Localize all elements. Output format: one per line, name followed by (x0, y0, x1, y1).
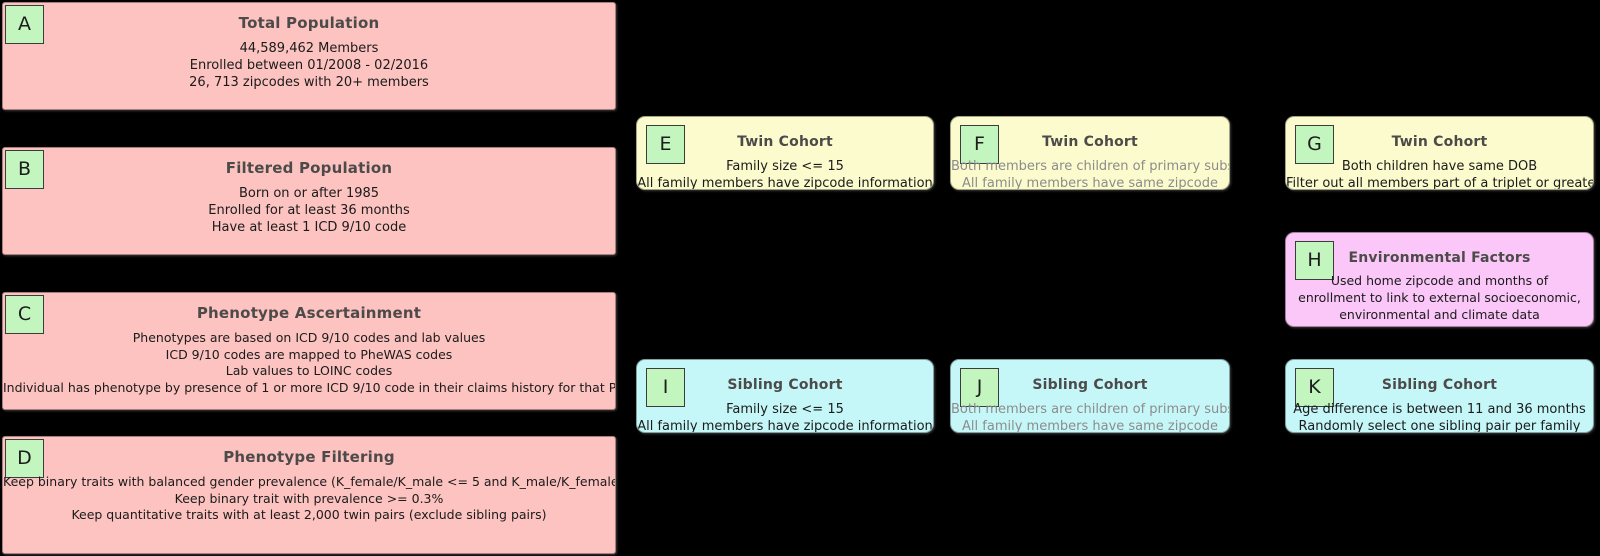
panel-tag-f: F (960, 125, 999, 164)
panel-f-body: Both members are children of primary sub… (951, 158, 1229, 190)
panel-g-line-2: Filter out all members part of a triplet… (1286, 176, 1594, 190)
panel-tag-g: G (1295, 125, 1334, 164)
panel-c-line-3: Lab values to LOINC codes (225, 363, 393, 378)
panel-k-sibling-cohort[interactable]: K Sibling Cohort Age difference is betwe… (1285, 359, 1594, 433)
panel-f-line-2: All family members have same zipcode (962, 176, 1218, 190)
panel-i-line-1: Family size <= 15 (726, 402, 844, 417)
panel-tag-k: K (1295, 368, 1334, 407)
panel-tag-i: I (646, 368, 685, 407)
panel-k-body: Age difference is between 11 and 36 mont… (1286, 401, 1593, 433)
panel-k-line-2: Randomly select one sibling pair per fam… (1298, 419, 1581, 433)
panel-b-line-2: Enrolled for at least 36 months (208, 203, 410, 219)
panel-d-line-2: Keep binary trait with prevalence >= 0.3… (174, 490, 444, 506)
panel-e-title: Twin Cohort (737, 134, 833, 150)
panel-g-title: Twin Cohort (1391, 134, 1488, 150)
panel-j-title: Sibling Cohort (1032, 377, 1148, 393)
panel-g-twin-cohort[interactable]: G Twin Cohort Both children have same DO… (1285, 116, 1594, 190)
panel-a-line-2: Enrolled between 01/2008 - 02/2016 (189, 58, 429, 74)
panel-h-body: Used home zipcode and months of enrollme… (1286, 273, 1593, 324)
panel-tag-c: C (5, 295, 44, 334)
panel-tag-b: B (5, 150, 44, 189)
panel-e-twin-cohort[interactable]: E Twin Cohort Family size <= 15 All fami… (636, 116, 934, 190)
panel-k-title: Sibling Cohort (1381, 377, 1498, 393)
panel-h-title: Environmental Factors (1348, 250, 1531, 266)
panel-d-phenotype-filtering[interactable]: D Phenotype Filtering Keep binary traits… (2, 436, 616, 554)
panel-a-line-3: 26, 713 zipcodes with 20+ members (189, 75, 429, 91)
panel-j-line-2: All family members have same zipcode (962, 419, 1218, 433)
panel-j-sibling-cohort[interactable]: J Sibling Cohort Both members are childr… (950, 359, 1230, 433)
panel-tag-a: A (5, 5, 44, 44)
panel-tag-h: H (1295, 241, 1334, 280)
panel-b-line-3: Have at least 1 ICD 9/10 code (211, 220, 407, 236)
panel-a-title: Total Population (238, 14, 380, 32)
panel-d-title: Phenotype Filtering (223, 448, 395, 466)
panel-f-title: Twin Cohort (1042, 134, 1138, 150)
panel-d-body: Keep binary traits with balanced gender … (3, 474, 615, 524)
panel-tag-d: D (5, 439, 44, 478)
panel-b-title: Filtered Population (225, 159, 393, 177)
panel-tag-e: E (646, 125, 685, 164)
panel-c-phenotype-ascertainment[interactable]: C Phenotype Ascertainment Phenotypes are… (2, 292, 616, 410)
panel-h-line-1: Used home zipcode and months of enrollme… (1298, 273, 1581, 322)
panel-g-line-1: Both children have same DOB (1341, 159, 1538, 174)
panel-j-body: Both members are children of primary sub… (951, 401, 1229, 433)
panel-f-twin-cohort[interactable]: F Twin Cohort Both members are children … (950, 116, 1230, 190)
panel-i-line-2: All family members have zipcode informat… (637, 419, 933, 433)
panel-h-environmental-factors[interactable]: H Environmental Factors Used home zipcod… (1285, 232, 1594, 327)
panel-d-line-1: Keep binary traits with balanced gender … (3, 474, 616, 489)
panel-f-line-1: Both members are children of primary sub… (951, 159, 1229, 174)
panel-a-total-population[interactable]: A Total Population 44,589,462 Members En… (2, 2, 616, 110)
panel-b-filtered-population[interactable]: B Filtered Population Born on or after 1… (2, 147, 616, 255)
panel-c-body: Phenotypes are based on ICD 9/10 codes a… (3, 330, 615, 396)
panel-a-line-1: 44,589,462 Members (239, 41, 379, 56)
panel-d-line-3: Keep quantitative traits with at least 2… (71, 507, 547, 522)
panel-i-sibling-cohort[interactable]: I Sibling Cohort Family size <= 15 All f… (636, 359, 934, 433)
panel-g-body: Both children have same DOB Filter out a… (1286, 158, 1594, 190)
panel-j-line-1: Both members are children of primary sub… (951, 402, 1229, 417)
panel-e-line-1: Family size <= 15 (726, 159, 844, 174)
panel-c-title: Phenotype Ascertainment (196, 304, 422, 322)
panel-c-line-1: Phenotypes are based on ICD 9/10 codes a… (132, 330, 486, 345)
panel-i-body: Family size <= 15 All family members hav… (637, 401, 933, 433)
panel-k-line-1: Age difference is between 11 and 36 mont… (1293, 402, 1586, 417)
panel-i-title: Sibling Cohort (727, 377, 843, 393)
panel-tag-j: J (960, 368, 999, 407)
panel-c-line-4: Individual has phenotype by presence of … (3, 379, 616, 395)
panel-c-line-2: ICD 9/10 codes are mapped to PheWAS code… (165, 346, 453, 362)
panel-b-body: Born on or after 1985 Enrolled for at le… (3, 185, 615, 236)
panel-e-body: Family size <= 15 All family members hav… (637, 158, 933, 190)
panel-e-line-2: All family members have zipcode informat… (637, 176, 933, 190)
panel-b-line-1: Born on or after 1985 (238, 186, 380, 201)
panel-a-body: 44,589,462 Members Enrolled between 01/2… (3, 40, 615, 91)
